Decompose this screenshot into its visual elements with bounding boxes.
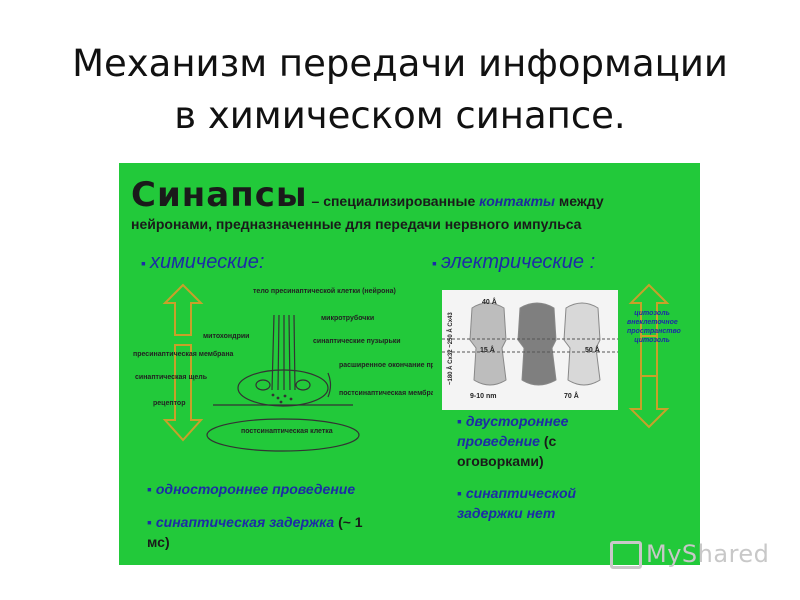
bullet-delay: ▪ синаптическая задержка (~ 1 мс) bbox=[147, 514, 363, 550]
bullet-two-way-text-1: двустороннее bbox=[465, 413, 569, 429]
chemical-title: ▪химические: bbox=[141, 251, 265, 273]
bullet-delay-note-2: мс) bbox=[147, 534, 170, 550]
slide-title: Механизм передачи информации в химическо… bbox=[0, 38, 800, 142]
heading-line-2: нейронами, предназначенные для передачи … bbox=[131, 216, 582, 232]
label-microtubules: микротрубочки bbox=[321, 314, 374, 322]
bullet-two-way-note: (с bbox=[539, 433, 557, 449]
label-15a: 15 Å bbox=[480, 345, 495, 354]
heading-text-2: между bbox=[554, 193, 604, 209]
gap-junction-illustration: 40 Å 15 Å 50 Å 9-10 nm 70 Å ~180 Å Cx32 … bbox=[442, 290, 618, 410]
chemical-title-text: химические: bbox=[149, 251, 265, 273]
label-synaptic-vesicles: синаптические пузырьки bbox=[313, 338, 401, 345]
title-line-2: в химическом синапсе. bbox=[174, 94, 626, 137]
green-panel: Синапсы – специализированные контакты ме… bbox=[119, 163, 700, 565]
bullet-delay-text: синаптическая задержка bbox=[155, 514, 335, 530]
heading-synapses: Синапсы bbox=[131, 175, 308, 215]
heading-contacts: контакты bbox=[479, 193, 555, 209]
electrical-title: ▪электрические : bbox=[432, 251, 596, 273]
label-expanded-ending: расширенное окончание пресинаптической к… bbox=[339, 361, 433, 369]
left-arrow-icon bbox=[162, 283, 204, 442]
label-presyn-membrane: пресинаптическая мембрана bbox=[133, 350, 234, 358]
right-arrow-icon bbox=[628, 283, 670, 429]
label-postsyn-cell: постсинаптическая клетка bbox=[241, 428, 333, 435]
bullet-one-way: ▪ одностороннее проведение bbox=[147, 481, 356, 497]
chemical-synapse-diagram: тело пресинаптической клетки (нейрона) м… bbox=[133, 283, 433, 452]
title-line-1: Механизм передачи информации bbox=[72, 42, 728, 85]
bullet-no-delay-text-2: задержки нет bbox=[457, 505, 556, 521]
label-40a: 40 Å bbox=[482, 297, 497, 306]
electrical-title-text: электрические : bbox=[440, 251, 596, 273]
electrical-synapse-image: 40 Å 15 Å 50 Å 9-10 nm 70 Å ~180 Å Cx32 … bbox=[442, 290, 618, 410]
bullet-two-way-text-2: проведение bbox=[457, 433, 540, 449]
label-postsyn-membrane: постсинаптическая мембрана bbox=[339, 389, 433, 397]
label-receptor: рецептор bbox=[153, 400, 185, 407]
label-mitochondria: митохондрии bbox=[203, 333, 249, 340]
bullet-delay-note: (~ 1 bbox=[334, 514, 363, 530]
bullet-two-way-note-2: оговорками) bbox=[457, 453, 544, 469]
label-cx-side: ~180 Å Cx32 ~250 Å Cx43 bbox=[447, 312, 454, 385]
label-70a: 70 Å bbox=[564, 391, 579, 400]
label-synaptic-cleft: синаптическая щель bbox=[135, 374, 208, 381]
watermark-logo-icon bbox=[610, 541, 642, 569]
cytosol-labels: цитозоль внеклеточное пространство цитоз… bbox=[627, 310, 681, 344]
watermark: MyShared bbox=[610, 540, 769, 569]
bullet-one-way-text: одностороннее проведение bbox=[155, 481, 356, 497]
bullet-no-delay-text-1: синаптической bbox=[465, 485, 577, 501]
bullet-two-way: ▪ двустороннее проведение (с оговорками) bbox=[457, 413, 569, 469]
label-50a: 50 Å bbox=[585, 345, 600, 354]
watermark-text: MyShared bbox=[646, 540, 770, 568]
bullet-no-delay: ▪ синаптической задержки нет bbox=[457, 485, 577, 521]
panel-heading: Синапсы – специализированные контакты ме… bbox=[131, 175, 691, 215]
label-presyn-body: тело пресинаптической клетки (нейрона) bbox=[253, 287, 396, 295]
heading-text-1: специализированные bbox=[323, 193, 480, 209]
label-9-10nm: 9-10 nm bbox=[470, 393, 496, 400]
heading-dash: – bbox=[307, 193, 324, 209]
